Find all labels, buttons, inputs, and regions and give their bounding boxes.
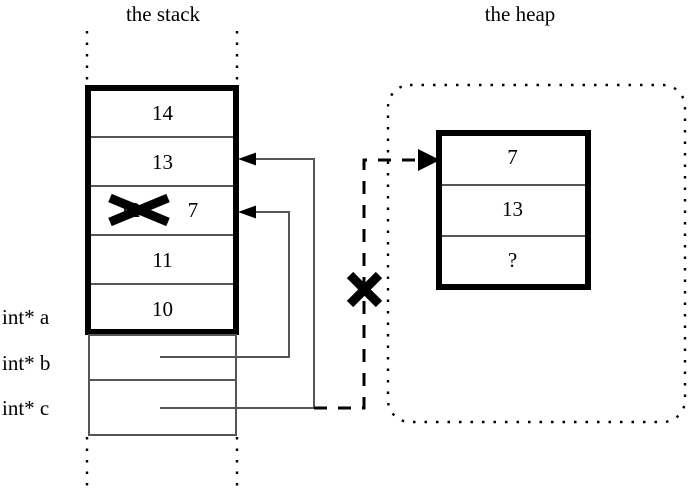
pointer-c-arrow [160,152,315,409]
dangling-pointer-cross-icon [346,271,383,308]
heap-block-box [436,130,591,290]
heap-cell-value-0: 7 [507,145,518,169]
stack-cell-value-3: 11 [152,248,173,272]
heap-region-boundary [386,83,687,424]
stack-pointer-cells [88,334,237,436]
stack-title: the stack [125,2,201,26]
variable-label-b: int* b [2,351,51,375]
variable-label-a: int* a [2,305,50,329]
stack-dotted-guides [85,31,239,489]
stack-cell-value-2-current: 7 [187,198,199,222]
stack-frame-box [85,85,239,335]
stack-cell-value-2-struck: 12 [119,198,141,222]
stack-cell-value-0: 14 [152,101,173,125]
overwrite-cross-icon [108,193,170,227]
heap-cell-value-1: 13 [502,197,523,221]
variable-label-c: int* c [2,396,50,420]
heap-title: the heap [484,2,556,26]
stack-cell-value-4: 10 [152,297,173,321]
stack-cell-value-1: 13 [152,150,173,174]
heap-cell-value-2: ? [507,248,518,272]
pointer-b-arrow [160,205,290,358]
